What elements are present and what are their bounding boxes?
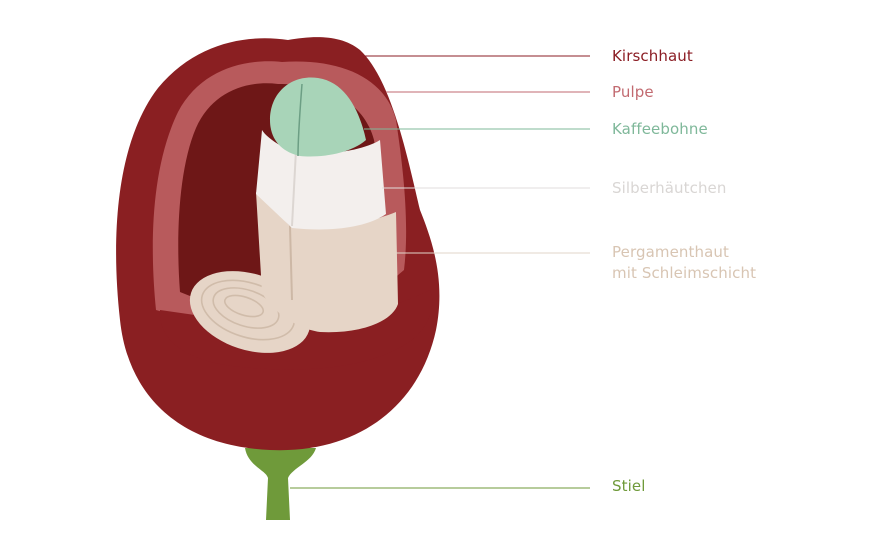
label-kaffeebohne-text: Kaffeebohne — [612, 120, 708, 138]
bean-cross-section-lines — [200, 279, 296, 341]
label-pergamenthaut-line1: Pergamenthaut — [612, 243, 729, 261]
label-silberhaeutchen-text: Silberhäutchen — [612, 179, 727, 197]
coffee-bean — [270, 77, 366, 157]
label-silberhaeutchen: Silberhäutchen — [612, 178, 727, 199]
label-kaffeebohne: Kaffeebohne — [612, 119, 708, 140]
label-kirschhaut: Kirschhaut — [612, 46, 693, 67]
label-kirschhaut-text: Kirschhaut — [612, 47, 693, 65]
parchment-seam — [289, 225, 293, 301]
stem — [245, 448, 316, 520]
label-stiel-text: Stiel — [612, 477, 646, 495]
coffee-bean-crease — [297, 83, 303, 157]
silver-skin-seam — [291, 149, 297, 227]
label-stiel: Stiel — [612, 476, 645, 497]
label-pergamenthaut: Pergamenthaut mit Schleimschicht — [612, 242, 756, 284]
label-pulpe-text: Pulpe — [612, 83, 654, 101]
silver-skin-layer — [256, 130, 386, 230]
label-pulpe: Pulpe — [612, 82, 654, 103]
label-pergamenthaut-line2: mit Schleimschicht — [612, 264, 757, 282]
